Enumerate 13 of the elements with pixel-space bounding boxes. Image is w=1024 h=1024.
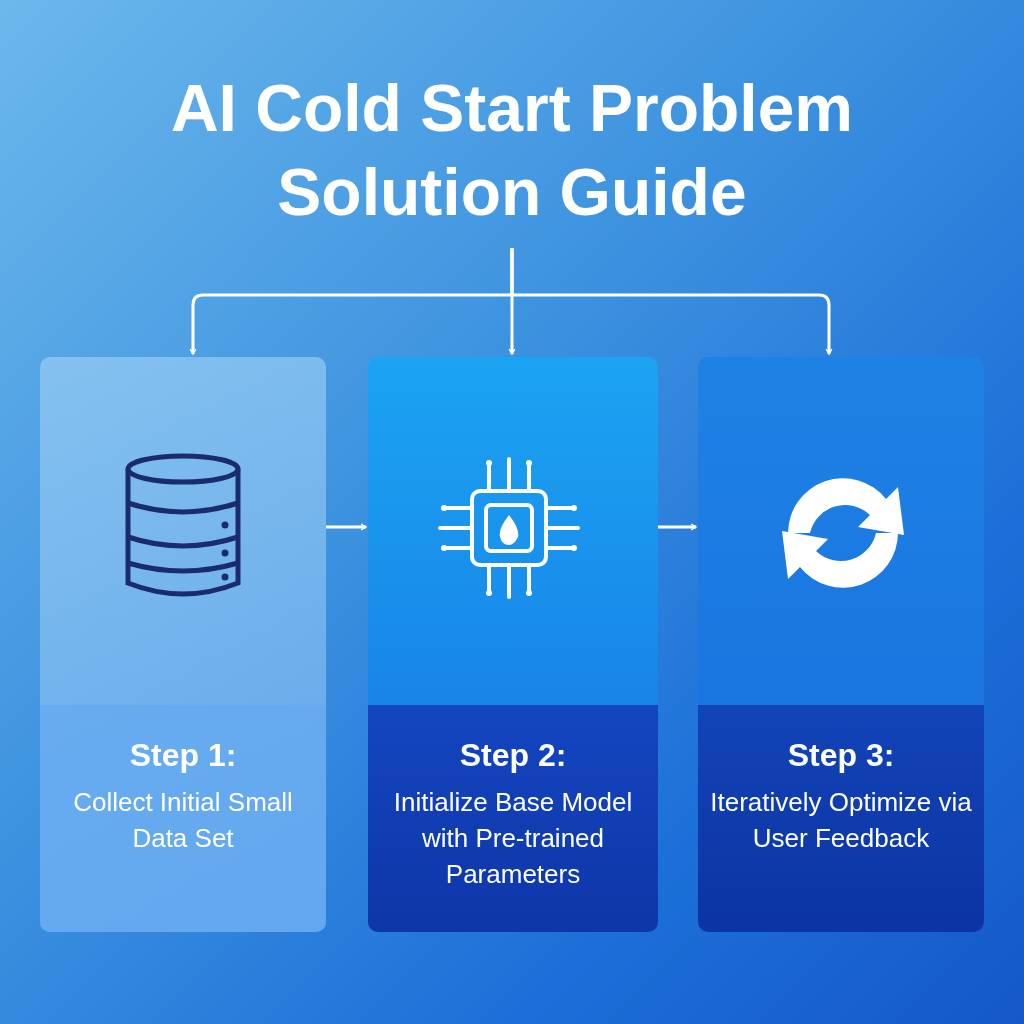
arrow	[326, 523, 367, 531]
title: AI Cold Start Problem Solution Guide	[169, 70, 855, 231]
step-card	[698, 357, 984, 932]
step-heading: Step 2:	[459, 737, 567, 774]
step-card	[40, 357, 326, 932]
arrow	[510, 248, 833, 355]
step-description: Initialize Base Model with Pre-trained Parameters	[392, 786, 634, 891]
step-heading: Step 1:	[129, 737, 237, 774]
step-card	[368, 357, 658, 932]
step-description: Iteratively Optimize via User Feedback	[709, 786, 973, 855]
arrow	[658, 523, 697, 531]
step-heading: Step 3:	[787, 737, 895, 774]
step-description: Collect Initial Small Data Set	[72, 786, 294, 855]
